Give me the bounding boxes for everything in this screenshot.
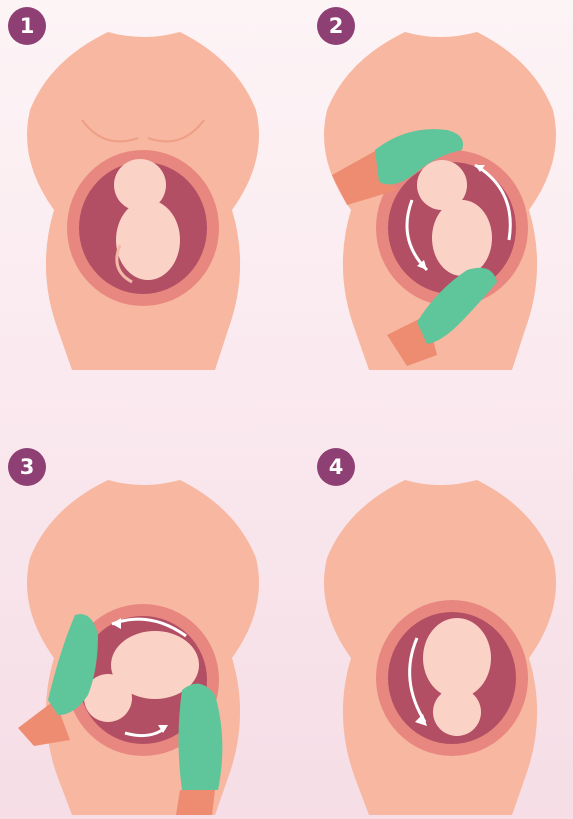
step-2-illustration (287, 0, 573, 409)
step-4-illustration (287, 410, 573, 819)
step-1-illustration (0, 0, 286, 409)
step-3-illustration (0, 410, 286, 819)
step-3-panel: 3 (0, 410, 286, 819)
step-4-panel: 4 (287, 410, 573, 819)
step-2-panel: 2 (287, 0, 573, 409)
step-1-panel: 1 (0, 0, 286, 409)
